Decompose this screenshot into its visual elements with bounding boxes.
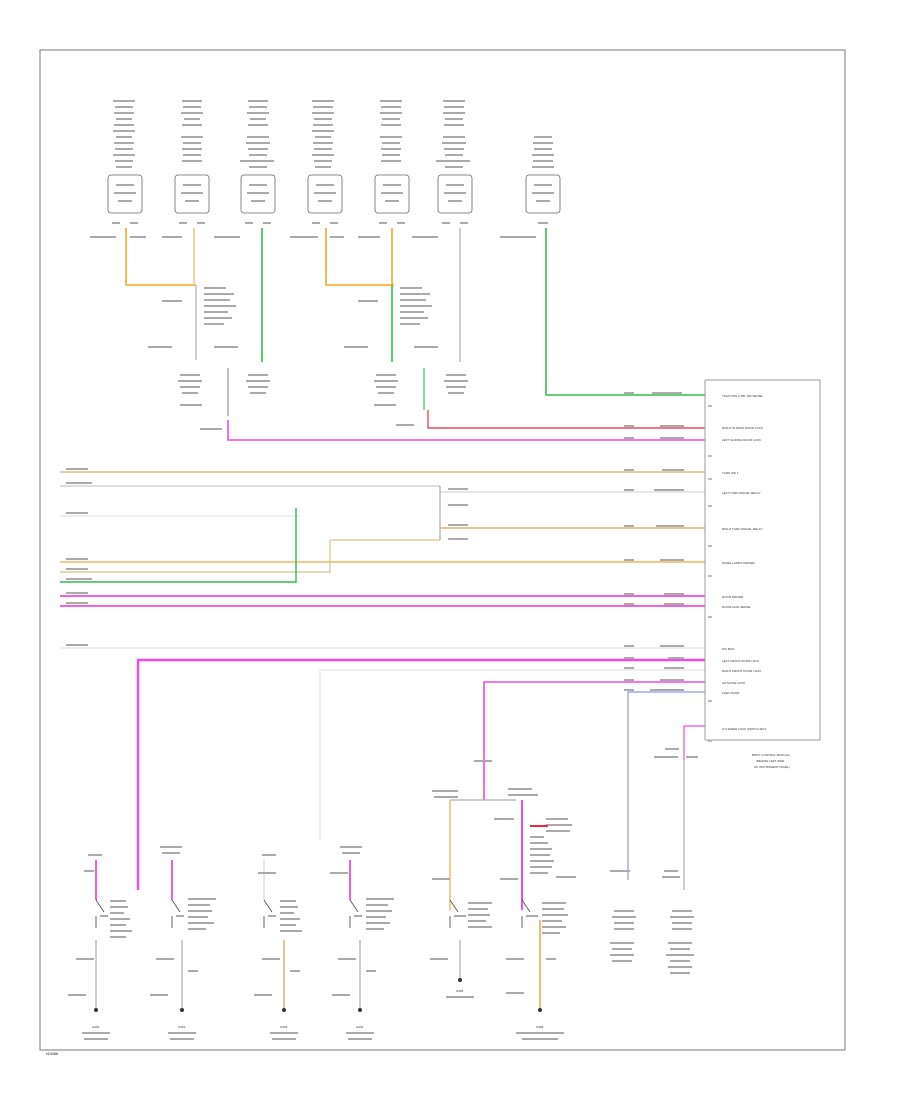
pin-label: FUEL DOOR <box>722 691 740 695</box>
pin-label: PANEL LAMPS DRIVER <box>722 561 756 565</box>
ground-icon <box>180 1008 184 1012</box>
bottom-switch-text <box>68 846 694 996</box>
stub-wires <box>227 368 705 441</box>
pin-label: LEFT FRONT DOOR LOCK <box>722 659 759 663</box>
wire-red <box>427 410 705 429</box>
module-title-line: (BEHIND LEFT SIDE <box>756 759 784 763</box>
ground-label: G304 <box>356 1025 364 1029</box>
diagram-frame <box>39 49 846 1051</box>
wire-blue <box>627 691 705 880</box>
bus-labels <box>66 468 468 646</box>
bottom-switch-wires <box>95 860 541 1010</box>
module-title-line: BODY CONTROL MODULE <box>752 753 790 757</box>
pin-label: CYLINDER LOCK SWITCH MUX <box>722 727 766 731</box>
body-control-module <box>704 379 821 741</box>
pin-label: TRACTION CTRL SW SENSE <box>722 394 763 398</box>
ground-label: G303 <box>280 1025 288 1029</box>
wire-green <box>60 508 297 583</box>
lower-splice <box>432 748 698 878</box>
pin-stubs-right <box>708 405 712 742</box>
ground-icon <box>94 1008 98 1012</box>
wire-orange <box>325 228 394 286</box>
figure-code: f43986 <box>46 1051 59 1056</box>
wire-orange <box>125 228 196 286</box>
pin-stubs <box>90 222 548 238</box>
ground-label: G306 <box>536 1025 544 1029</box>
wire-green <box>545 228 705 396</box>
top-wires <box>125 228 705 396</box>
pin-wire-labels <box>624 392 684 691</box>
pin-label: DOOR AJAR SENSE <box>722 605 750 609</box>
wire-pink <box>683 725 705 760</box>
module-pin-labels: TRACTION CTRL SW SENSE RIGHT SLIDING DOO… <box>722 394 790 769</box>
ground-icon <box>538 1008 542 1012</box>
pin-label: RIGHT FRONT DOOR LOCK <box>722 669 761 673</box>
pin-label: DOOR DRIVER <box>722 595 744 599</box>
ground-sublabels <box>82 996 564 1040</box>
ground-label: G301 <box>178 1025 186 1029</box>
ground-points <box>94 978 542 1012</box>
bus-wires <box>60 471 705 890</box>
top-switch-labels <box>113 100 554 168</box>
ground-icon <box>282 1008 286 1012</box>
pin-label: TURN SW 1 <box>722 471 739 475</box>
ground-icon <box>458 978 462 982</box>
wire-pink <box>136 658 705 890</box>
wire-pink <box>227 420 705 441</box>
pin-label: RIGHT TURN SIGNAL RELAY <box>722 527 763 531</box>
lower-wires <box>449 760 685 910</box>
switch-contacts <box>95 899 538 928</box>
wire-red <box>483 681 705 800</box>
ground-label: G300 <box>92 1025 100 1029</box>
ground-labels: G300 G301 G303 G304 G305 G306 <box>92 989 544 1029</box>
wire-tan <box>60 540 331 573</box>
ground-icon <box>358 1008 362 1012</box>
pin-label: LIFTGATE LOCK <box>722 681 745 685</box>
liftgate-mux-text <box>500 836 554 880</box>
splice-labels <box>148 287 468 430</box>
pin-label: LEFT SLIDING DOOR LOCK <box>722 438 761 442</box>
pin-label: PCI BUS <box>722 647 734 651</box>
module-title-line: OF INSTRUMENT PANEL) <box>754 765 790 769</box>
pin-label: LEFT TURN SIGNAL RELAY <box>722 491 761 495</box>
ground-label: G305 <box>456 989 464 993</box>
pin-label: RIGHT SLIDING DOOR LOCK <box>722 426 763 430</box>
wire-gray <box>319 669 705 840</box>
top-switch-box-text <box>114 184 554 202</box>
